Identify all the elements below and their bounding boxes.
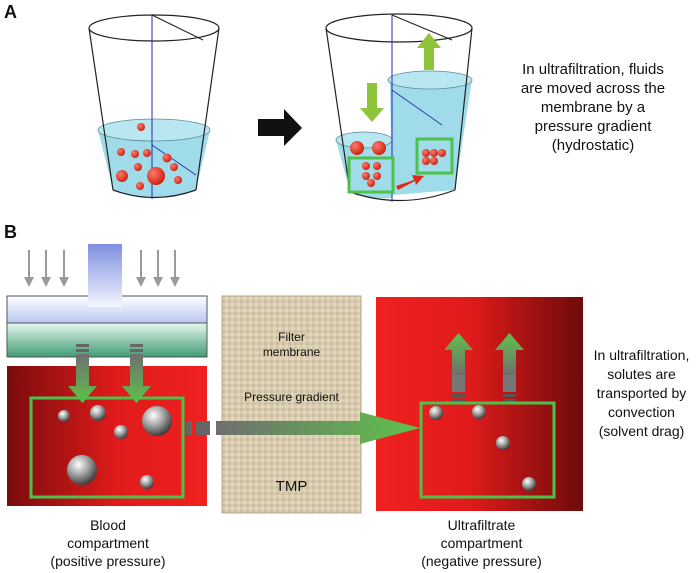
pressure-arrows: [24, 250, 180, 287]
panel-b-caption: In ultrafiltration, solutes are transpor…: [593, 347, 690, 439]
blood-pores: [58, 405, 172, 489]
convection-arrow: [186, 412, 420, 444]
green-band: [6, 322, 208, 358]
filter-membrane: [221, 295, 362, 514]
ultrafiltrate-compartment-label: Ultrafiltrate compartment (negative pres…: [421, 517, 542, 569]
tmp-label: TMP: [275, 478, 308, 495]
blood-compartment-box: [7, 366, 207, 506]
panel-a-label: A: [4, 2, 17, 22]
pressure-gradient-label: Pressure gradient: [244, 390, 339, 404]
panel-a-caption: In ultrafiltration, fluids are moved acr…: [520, 61, 666, 154]
beaker-before: [88, 14, 220, 199]
beaker-after: [325, 13, 473, 202]
filter-membrane-label: Filter membrane: [262, 330, 321, 359]
green-arrow-down: [360, 83, 384, 122]
blood-compartment-label: Blood compartment (positive pressure): [50, 517, 166, 569]
green-arrow-up: [417, 33, 441, 70]
panel-b-label: B: [4, 222, 17, 242]
transition-arrow: [258, 109, 302, 146]
blood-pore-box: [29, 396, 185, 499]
ultrafiltrate-pores: [429, 405, 536, 491]
green-arrow-up-pair: [444, 333, 524, 402]
piston: [88, 244, 122, 307]
green-arrow-down-pair: [68, 344, 151, 403]
ultrafiltrate-pore-box: [419, 401, 556, 499]
